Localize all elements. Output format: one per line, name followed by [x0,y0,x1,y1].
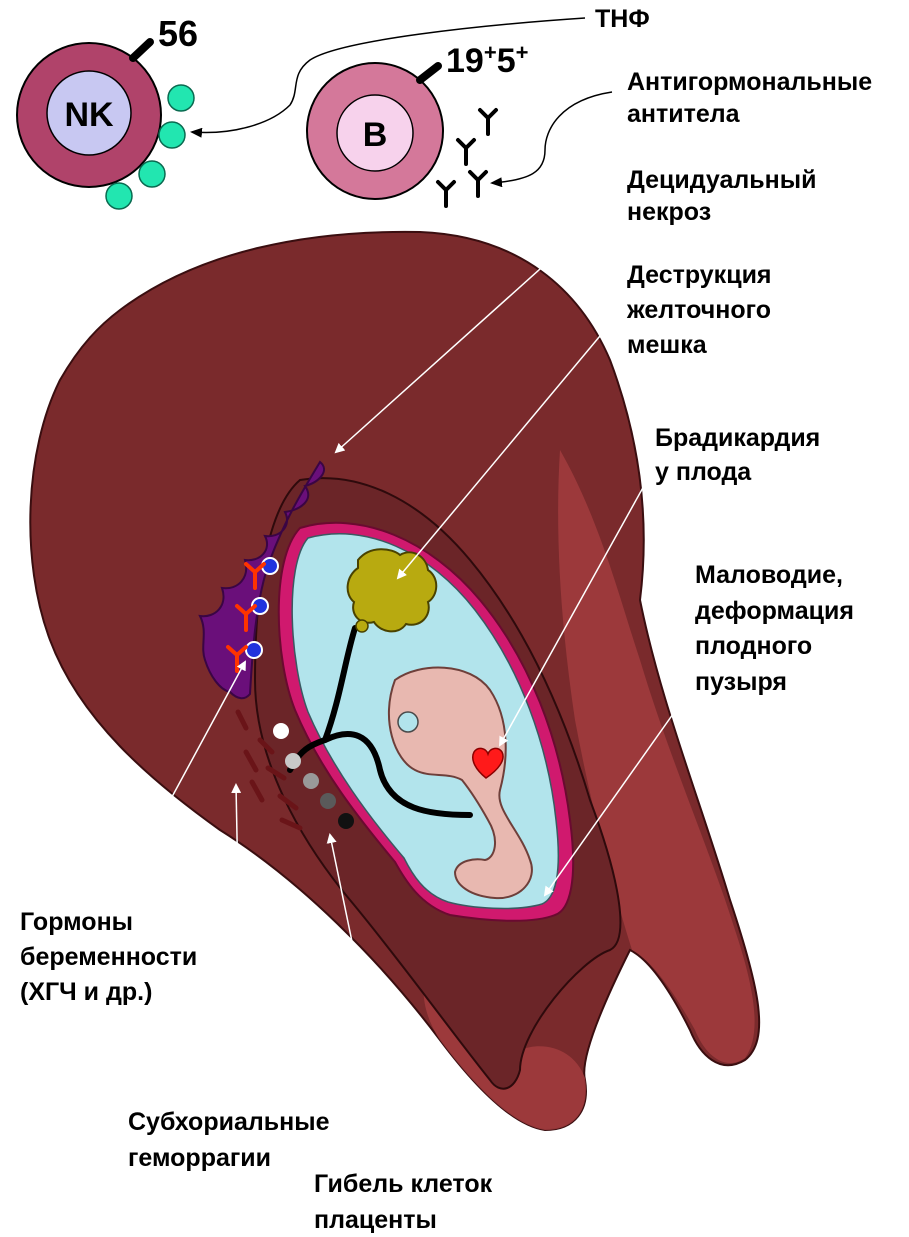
cd56-receptor [133,42,150,58]
b-cell: B 19+5+ [307,40,528,199]
b-label: B [363,116,388,154]
nk-marker: 56 [158,13,198,54]
label-tnf: ТНФ [595,5,650,33]
nk-label: NK [64,96,114,134]
label-subchorial-hemorrhage: Субхориальные геморрагии [128,1108,336,1172]
b-marker: 19+5+ [446,40,528,80]
label-pregnancy-hormones: Гормоны беременности (ХГЧ и др.) [20,908,204,1006]
label-yolk-sac-destruction: Деструкция желточного мешка [626,261,778,359]
cd19-receptor [420,66,438,80]
antihormonal-antibodies-black [438,110,496,206]
label-decidual-necrosis: Децидуальный некроз [627,166,823,226]
label-antihormonal-antibodies: Антигормональные антитела [627,68,879,128]
label-placental-cell-death: Гибель клеток плаценты [314,1170,499,1234]
label-oligohydramnios: Маловодие, деформация плодного пузыря [695,561,861,696]
embryo-eye [398,712,418,732]
label-bradycardia: Брадикардия у плода [655,424,827,486]
yolk-sac [348,549,437,632]
